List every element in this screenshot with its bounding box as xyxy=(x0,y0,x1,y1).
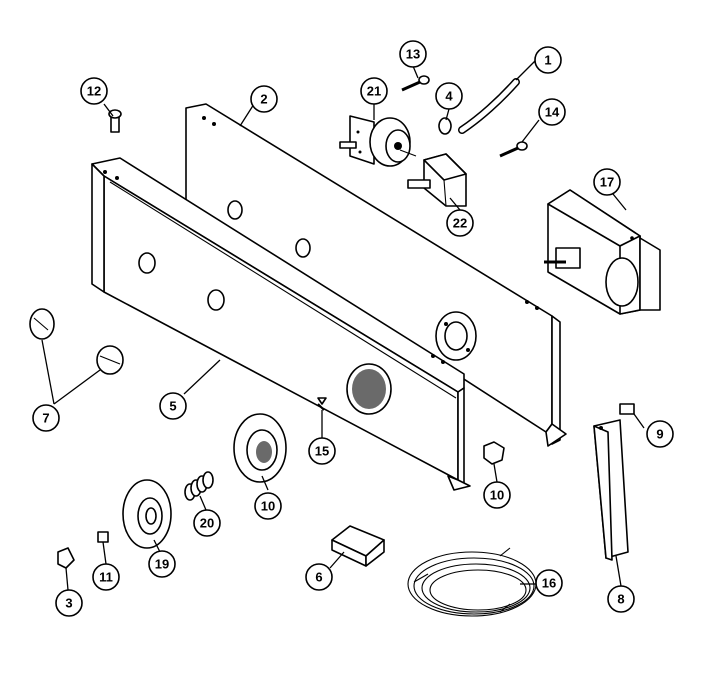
trim-strip xyxy=(593,419,629,561)
callout-label: 20 xyxy=(200,516,214,531)
callout-label: 1 xyxy=(544,53,551,68)
knob-7b xyxy=(96,345,124,375)
wire-harness xyxy=(407,547,537,617)
callout-4: 4 xyxy=(435,82,463,110)
callout-label: 2 xyxy=(260,92,267,107)
callout-label: 19 xyxy=(155,557,169,572)
callout-2: 2 xyxy=(250,85,278,113)
timer-component xyxy=(339,115,417,167)
leader-lines xyxy=(41,59,645,591)
callout-11: 11 xyxy=(92,563,120,591)
screw-14 xyxy=(499,141,528,158)
callout-label: 16 xyxy=(542,576,556,591)
callout-20: 20 xyxy=(193,509,221,537)
callout-6: 6 xyxy=(305,563,333,591)
knob-7a xyxy=(29,308,55,340)
front-control-panel xyxy=(91,157,471,491)
callout-label: 17 xyxy=(600,175,614,190)
callout-10a: 10 xyxy=(483,481,511,509)
nut xyxy=(483,441,505,465)
callout-19: 19 xyxy=(148,550,176,578)
clip-9 xyxy=(619,403,635,415)
callout-label: 21 xyxy=(367,84,381,99)
connector-block xyxy=(331,525,385,567)
screw-15 xyxy=(317,397,327,411)
callout-13: 13 xyxy=(399,40,427,68)
callout-16: 16 xyxy=(535,569,563,597)
bezel-18 xyxy=(233,413,287,483)
callout-label: 10 xyxy=(261,499,275,514)
switch-component xyxy=(407,153,467,207)
callout-label: 22 xyxy=(453,216,467,231)
knob-skirt xyxy=(122,479,172,549)
callout-label: 6 xyxy=(315,570,322,585)
callout-10b: 10 xyxy=(254,492,282,520)
callout-label: 11 xyxy=(99,570,113,585)
spring xyxy=(184,471,214,501)
callout-label: 4 xyxy=(445,89,453,104)
callout-label: 14 xyxy=(545,105,560,120)
callout-label: 8 xyxy=(617,592,624,607)
callout-label: 9 xyxy=(656,427,663,442)
callout-label: 3 xyxy=(65,596,72,611)
callout-7: 7 xyxy=(32,404,60,432)
screw-12 xyxy=(108,109,122,133)
callout-12: 12 xyxy=(80,77,108,105)
callout-17: 17 xyxy=(593,168,621,196)
callout-label: 7 xyxy=(42,411,49,426)
callout-8: 8 xyxy=(607,585,635,613)
callout-22: 22 xyxy=(446,209,474,237)
rear-control-panel xyxy=(185,103,567,447)
callout-9: 9 xyxy=(646,420,674,448)
clip-3 xyxy=(57,547,75,569)
callout-label: 10 xyxy=(490,488,504,503)
callout-15: 15 xyxy=(308,437,336,465)
hose-clip xyxy=(438,117,452,135)
clip-11 xyxy=(97,531,109,543)
screw-13 xyxy=(401,75,430,92)
callout-14: 14 xyxy=(538,98,566,126)
callout-label: 13 xyxy=(406,47,420,62)
control-module xyxy=(544,189,661,315)
callout-3: 3 xyxy=(55,589,83,617)
callout-5: 5 xyxy=(159,392,187,420)
callout-1: 1 xyxy=(534,46,562,74)
callout-label: 5 xyxy=(169,399,176,414)
callout-label: 12 xyxy=(87,84,101,99)
callout-21: 21 xyxy=(360,77,388,105)
callout-label: 15 xyxy=(315,444,329,459)
